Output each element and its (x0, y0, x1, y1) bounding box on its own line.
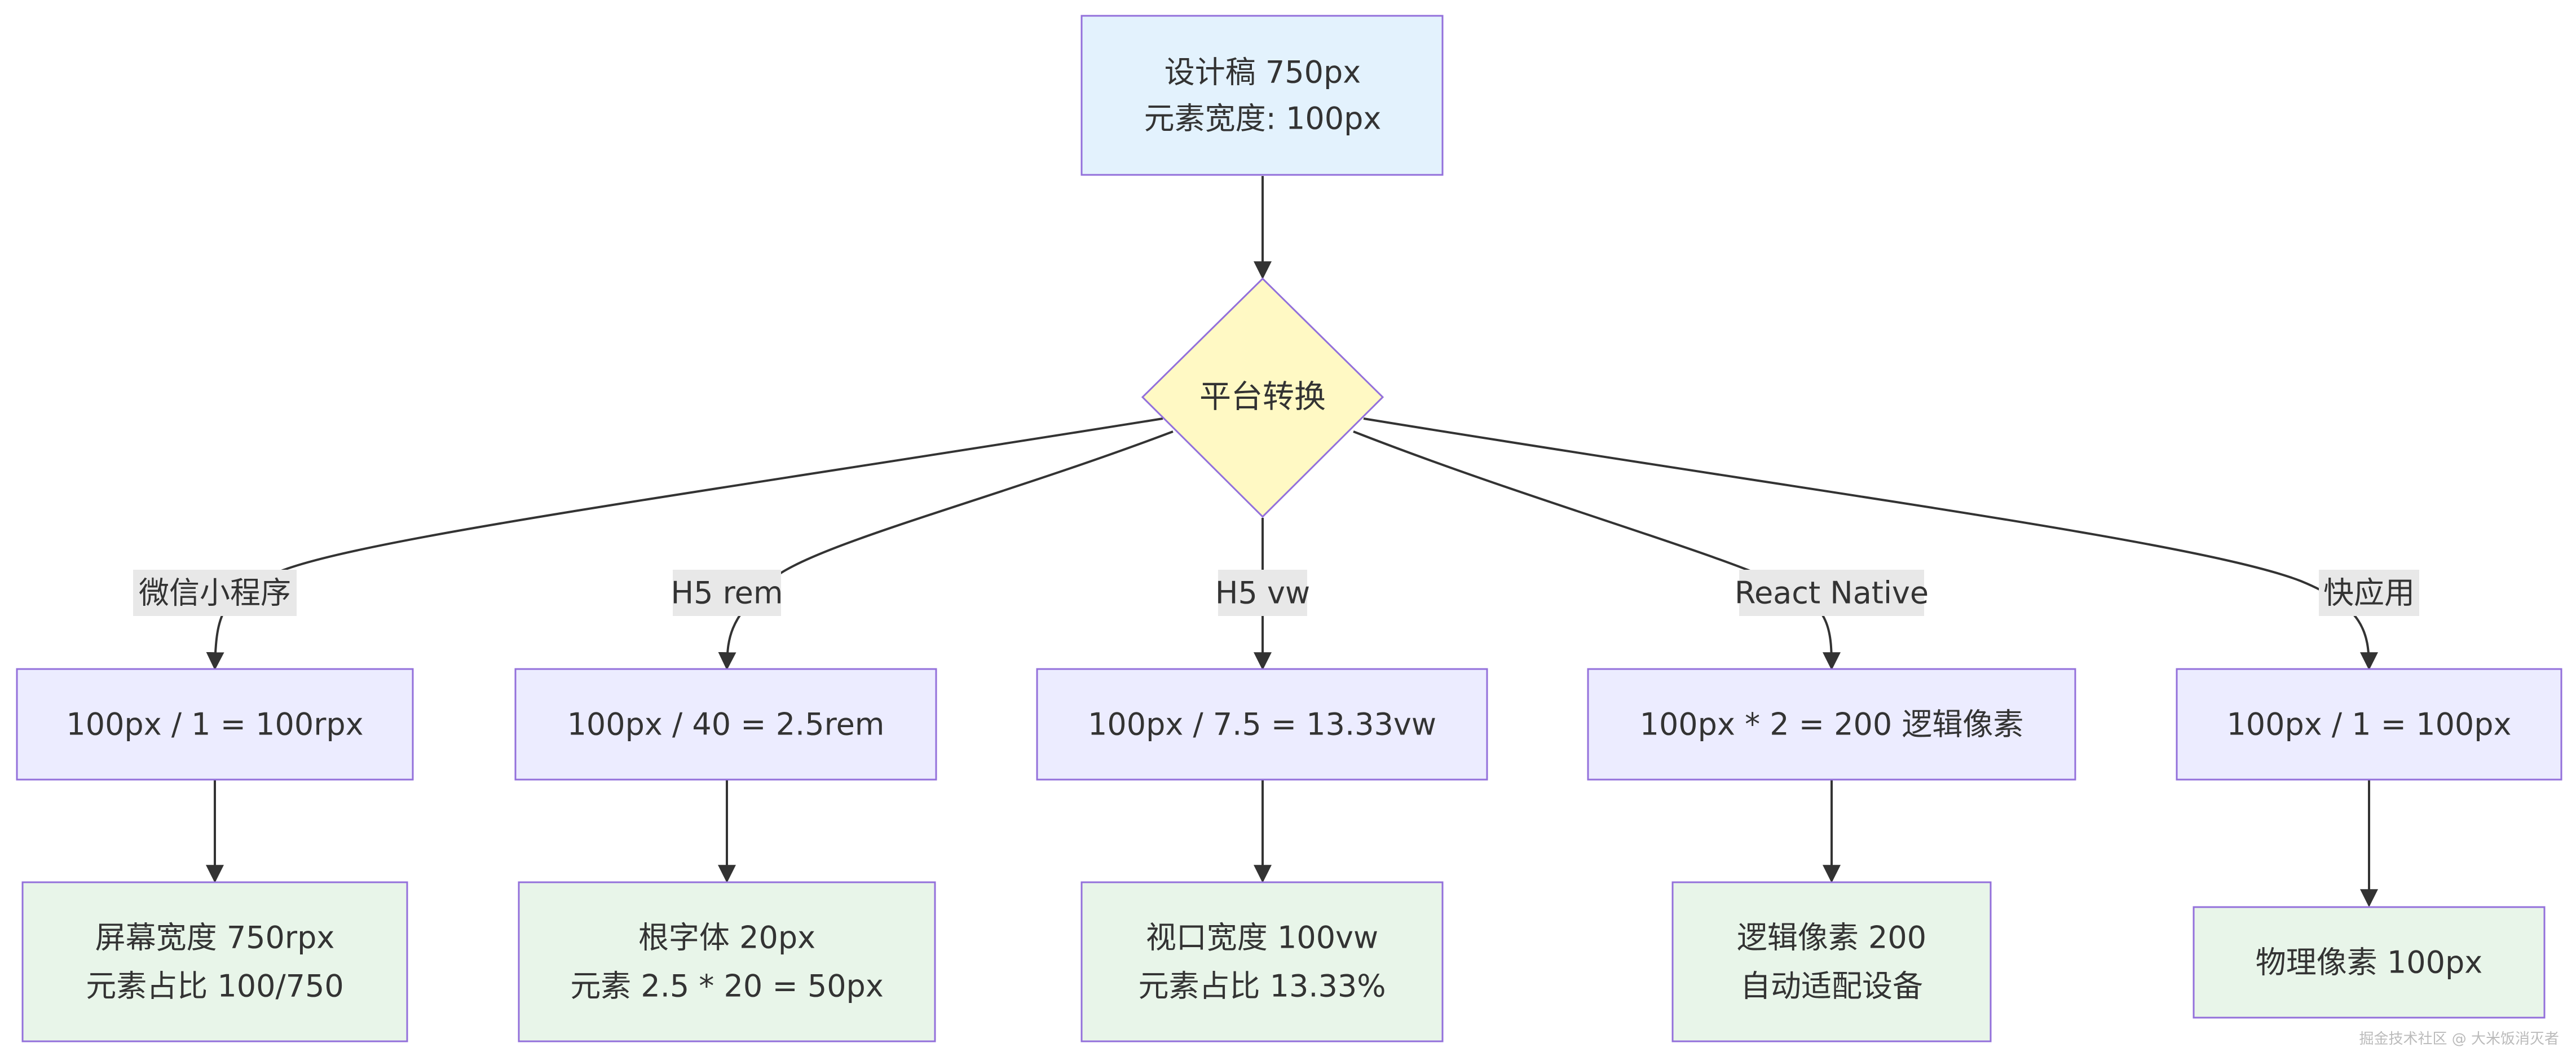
result-node-quickapp (2193, 906, 2546, 1019)
start-node-line1: 设计稿 750px (1165, 55, 1361, 90)
start-node: 设计稿 750px 元素宽度: 100px (1080, 15, 1444, 176)
calc-nodes: 100px / 1 = 100rpx 100px / 40 = 2.5rem 1… (16, 668, 2562, 781)
calc-text-quickapp: 100px / 1 = 100px (2226, 707, 2511, 742)
edge-label-h5vw: H5 vw (1215, 575, 1310, 611)
result-rn-line1: 逻辑像素 200 (1737, 920, 1926, 956)
calc-node-quickapp (2176, 668, 2562, 781)
decision-label: 平台转换 (1199, 379, 1326, 416)
result-h5vw-line2: 元素占比 13.33% (1138, 969, 1386, 1004)
calc-text-react-native: 100px * 2 = 200 逻辑像素 (1640, 707, 2024, 742)
calc-text-h5rem: 100px / 40 = 2.5rem (567, 707, 885, 742)
result-rn-line2: 自动适配设备 (1740, 969, 1923, 1004)
edge-label-wechat: 微信小程序 (139, 575, 291, 611)
start-node-line2: 元素宽度: 100px (1144, 101, 1382, 137)
edge-decision-to-quickapp (1363, 417, 2378, 671)
calc-node-h5vw (1036, 668, 1488, 781)
result-h5rem-line1: 根字体 20px (638, 920, 815, 956)
result-node-h5rem (518, 881, 936, 1042)
result-h5vw-line1: 视口宽度 100vw (1146, 920, 1378, 956)
edge-decision-to-rn (1353, 430, 1841, 671)
decision-node: 平台转换 (1141, 277, 1384, 518)
result-node-wechat (21, 881, 408, 1042)
result-wechat-line2: 元素占比 100/750 (86, 969, 344, 1004)
calc-text-wechat: 100px / 1 = 100rpx (66, 707, 363, 742)
edge-label-react-native: React Native (1735, 575, 1929, 611)
edge-decision-to-h5rem (718, 430, 1174, 671)
edge-decision-to-wechat (206, 417, 1163, 671)
watermark: 掘金技术社区 @ 大米饭消灭者 (2359, 1031, 2559, 1048)
edges (206, 176, 2378, 908)
edge-label-quickapp: 快应用 (2323, 575, 2415, 611)
calc-node-react-native (1587, 668, 2076, 781)
calc-node-h5rem (514, 668, 937, 781)
calc-node-wechat (16, 668, 414, 781)
result-node-react-native (1671, 881, 1992, 1042)
result-nodes: 屏幕宽度 750rpx 元素占比 100/750 根字体 20px 元素 2.5… (21, 881, 2546, 1042)
result-node-h5vw (1080, 881, 1444, 1042)
result-wechat-line1: 屏幕宽度 750rpx (95, 920, 335, 956)
edge-labels: 微信小程序 H5 rem H5 vw React Native 快应用 (133, 570, 2419, 616)
edge-label-h5rem: H5 rem (671, 575, 783, 611)
result-h5rem-line2: 元素 2.5 * 20 = 50px (570, 969, 884, 1004)
calc-text-h5vw: 100px / 7.5 = 13.33vw (1088, 707, 1436, 742)
result-quickapp-line1: 物理像素 100px (2256, 945, 2482, 980)
